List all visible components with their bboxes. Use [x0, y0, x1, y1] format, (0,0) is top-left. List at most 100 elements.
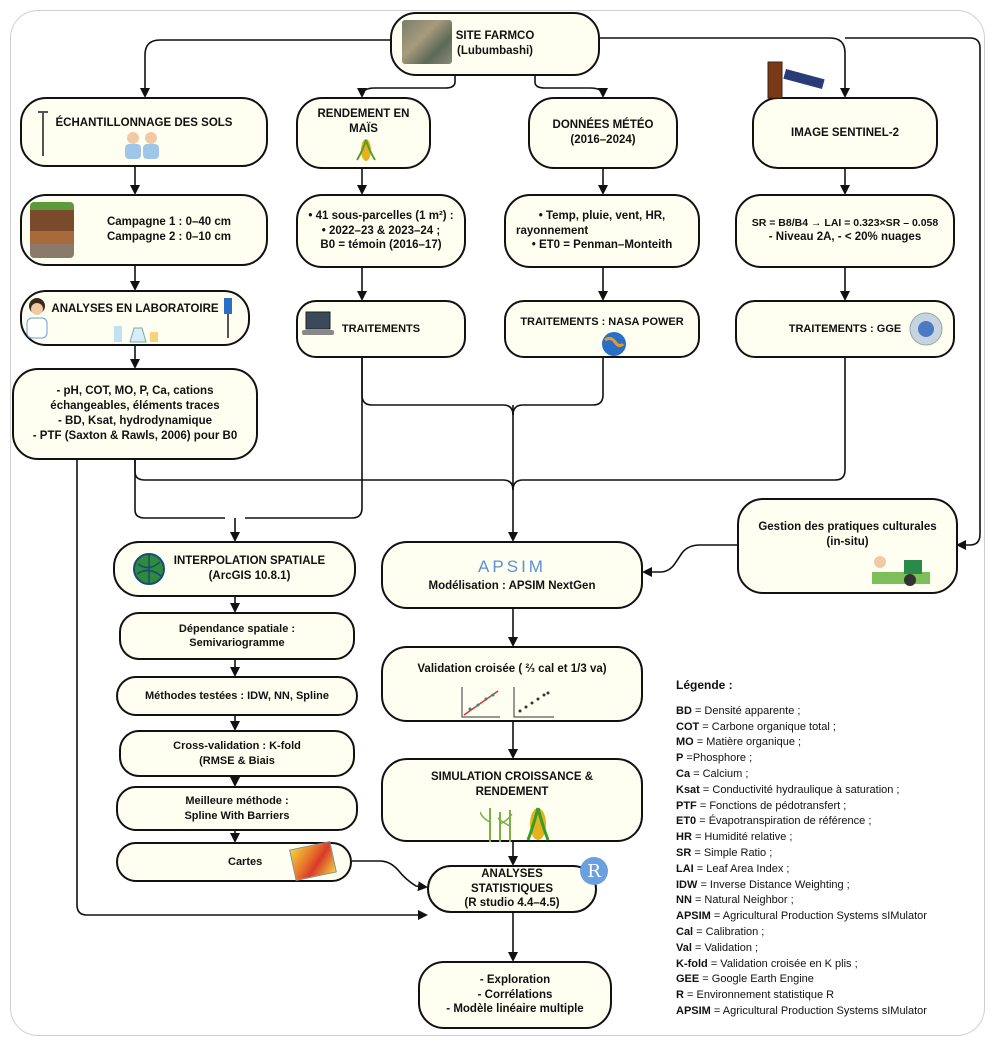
legend-rows: BD = Densité apparente ;COT = Carbone or…: [676, 704, 976, 1020]
simulation-title: SIMULATION CROISSANCE & RENDEMENT: [430, 771, 594, 798]
meilleure-line2: Spline With Barriers: [184, 809, 290, 822]
legend-desc: = Inverse Distance Weighting ;: [697, 878, 850, 891]
legend-abbr: GEE: [676, 973, 700, 986]
apsim-title: Modélisation : APSIM NextGen: [428, 579, 596, 592]
validation-box: Validation croisée ( ⅔ cal et 1/3 va): [381, 646, 643, 722]
soil-sampler-icon: [38, 111, 48, 156]
legend-item: R = Environnement statistique R: [676, 988, 976, 1004]
legend-item: ET0 = Évapotranspiration de référence ;: [676, 814, 976, 830]
legend-abbr: Val: [676, 941, 692, 954]
parametres-line3: - BD, Ksat, hydrodynamique: [58, 415, 212, 427]
legend-desc: = Évapotranspiration de référence ;: [696, 815, 872, 828]
rendement-title: RENDEMENT EN MAÏS: [317, 108, 410, 135]
legend-item: LAI = Leaf Area Index ;: [676, 862, 976, 878]
crossval-line1: Cross-validation : K-fold: [173, 740, 301, 753]
r-logo-icon: R: [580, 857, 608, 885]
arrow-gestion-apsim: [642, 544, 737, 577]
arcgis-globe-icon: [133, 553, 165, 585]
legend-item: K-fold = Validation croisée en K plis ;: [676, 957, 976, 973]
parametres-box: - pH, COT, MO, P, Ca, cations échangeabl…: [12, 368, 258, 460]
legend-item: P =Phosphore ;: [676, 751, 976, 767]
arrow-site-meteo: [534, 75, 608, 98]
final-line1: - Exploration: [479, 973, 551, 986]
crossval-line2: (RMSE & Biais: [199, 754, 275, 767]
stats-software: (R studio 4.4–4.5): [464, 897, 560, 910]
legend-desc: = Google Earth Engine: [699, 973, 814, 986]
sentinel-box: IMAGE SENTINEL-2: [752, 97, 938, 169]
legend-item: APSIM = Agricultural Production Systems …: [676, 1004, 976, 1020]
legend-item: HR = Humidité relative ;: [676, 830, 976, 846]
meteo-vars-line1: • Temp, pluie, vent, HR,: [538, 209, 666, 222]
legend: Légende : BD = Densité apparente ;COT = …: [676, 678, 976, 1020]
interpolation-title: INTERPOLATION SPATIALE: [173, 555, 326, 568]
r-logo-letter: R: [587, 860, 601, 882]
site-subtitle: (Lubumbashi): [456, 45, 534, 57]
final-line2: - Corrélations: [477, 988, 553, 1001]
parcelles-line2: • 2022–23 & 2023–24 ;: [321, 224, 441, 237]
arrow-site-gestion: [845, 37, 981, 550]
legend-abbr: K-fold: [676, 957, 708, 970]
legend-abbr: LAI: [676, 862, 694, 875]
legend-desc: = Humidité relative ;: [691, 831, 793, 844]
maize-icon: [356, 139, 376, 161]
legend-desc: = Validation ;: [691, 941, 759, 954]
interpolation-software: (ArcGIS 10.8.1): [208, 570, 291, 582]
legend-abbr: MO: [676, 736, 694, 749]
final-box: - Exploration - Corrélations - Modèle li…: [418, 961, 612, 1029]
arrow-site-rendement: [357, 75, 456, 98]
parcelles-line3: B0 = témoin (2016–17): [320, 239, 442, 252]
apsim-box: APSIM Modélisation : APSIM NextGen: [381, 541, 643, 609]
campagne-line2: Campagne 2 : 0–10 cm: [106, 231, 231, 243]
legend-desc: = Calibration ;: [693, 925, 765, 938]
meteo-vars-line2: rayonnement: [516, 224, 589, 237]
legend-item: APSIM = Agricultural Production Systems …: [676, 909, 976, 925]
traitements-nasa-box: TRAITEMENTS : NASA POWER: [504, 300, 700, 358]
cartes-label: Cartes: [228, 855, 263, 868]
parcelles-line1: • 41 sous-parcelles (1 m²) :: [308, 209, 454, 222]
dependance-line1: Dépendance spatiale :: [178, 622, 296, 635]
legend-abbr: Cal: [676, 925, 694, 938]
gestion-line2: (in-situ): [826, 536, 869, 548]
analyses-labo-box: ANALYSES EN LABORATOIRE: [20, 290, 250, 346]
legend-item: SR = Simple Ratio ;: [676, 846, 976, 862]
traitements-gge-title: TRAITEMENTS : GGE: [788, 322, 902, 335]
globe-icon: [602, 332, 626, 356]
legend-abbr: R: [676, 989, 684, 1002]
lab-glassware-icon: [114, 326, 158, 343]
farm-tractor-icon: [872, 556, 930, 586]
legend-item: Val = Validation ;: [676, 941, 976, 957]
laptop-icon: [302, 311, 334, 335]
simulation-box: SIMULATION CROISSANCE & RENDEMENT: [381, 758, 643, 842]
legend-item: Ca = Calcium ;: [676, 767, 976, 783]
meilleure-box: Meilleure méthode : Spline With Barriers: [116, 786, 358, 831]
maize-plants-icon: [480, 807, 550, 842]
stats-box: ANALYSES STATISTIQUES (R studio 4.4–4.5): [427, 865, 597, 913]
parcelles-box: • 41 sous-parcelles (1 m²) : • 2022–23 &…: [296, 194, 466, 268]
legend-desc: = Densité apparente ;: [691, 704, 801, 717]
legend-item: GEE = Google Earth Engine: [676, 972, 976, 988]
validation-plot-icon: [461, 687, 554, 718]
legend-abbr: COT: [676, 720, 700, 733]
scientists-icon: [125, 132, 159, 159]
earth-engine-icon: [909, 312, 943, 346]
legend-abbr: NN: [676, 894, 692, 907]
parametres-line2: échangeables, éléments traces: [50, 400, 220, 413]
lab-scientist-icon: [26, 298, 48, 339]
legend-desc: = Fonctions de pédotransfert ;: [696, 799, 847, 812]
sentinel-title: IMAGE SENTINEL-2: [791, 126, 899, 139]
legend-abbr: IDW: [676, 878, 698, 891]
legend-item: COT = Carbone organique total ;: [676, 720, 976, 736]
satellite-icon: [767, 61, 825, 99]
meteo-vars-line3: • ET0 = Penman–Monteith: [531, 239, 673, 252]
legend-desc: = Leaf Area Index ;: [693, 862, 790, 875]
site-title: SITE FARMCO: [455, 30, 535, 43]
legend-item: IDW = Inverse Distance Weighting ;: [676, 878, 976, 894]
meteo-period: (2016–2024): [570, 134, 636, 146]
legend-abbr: P: [676, 752, 684, 765]
legend-abbr: Ksat: [676, 783, 700, 796]
dependance-line2: Semivariogramme: [189, 637, 285, 649]
legend-abbr: APSIM: [676, 910, 711, 923]
arrow-site-echantillonnage: [140, 39, 390, 98]
apsim-logo: APSIM: [478, 557, 546, 577]
